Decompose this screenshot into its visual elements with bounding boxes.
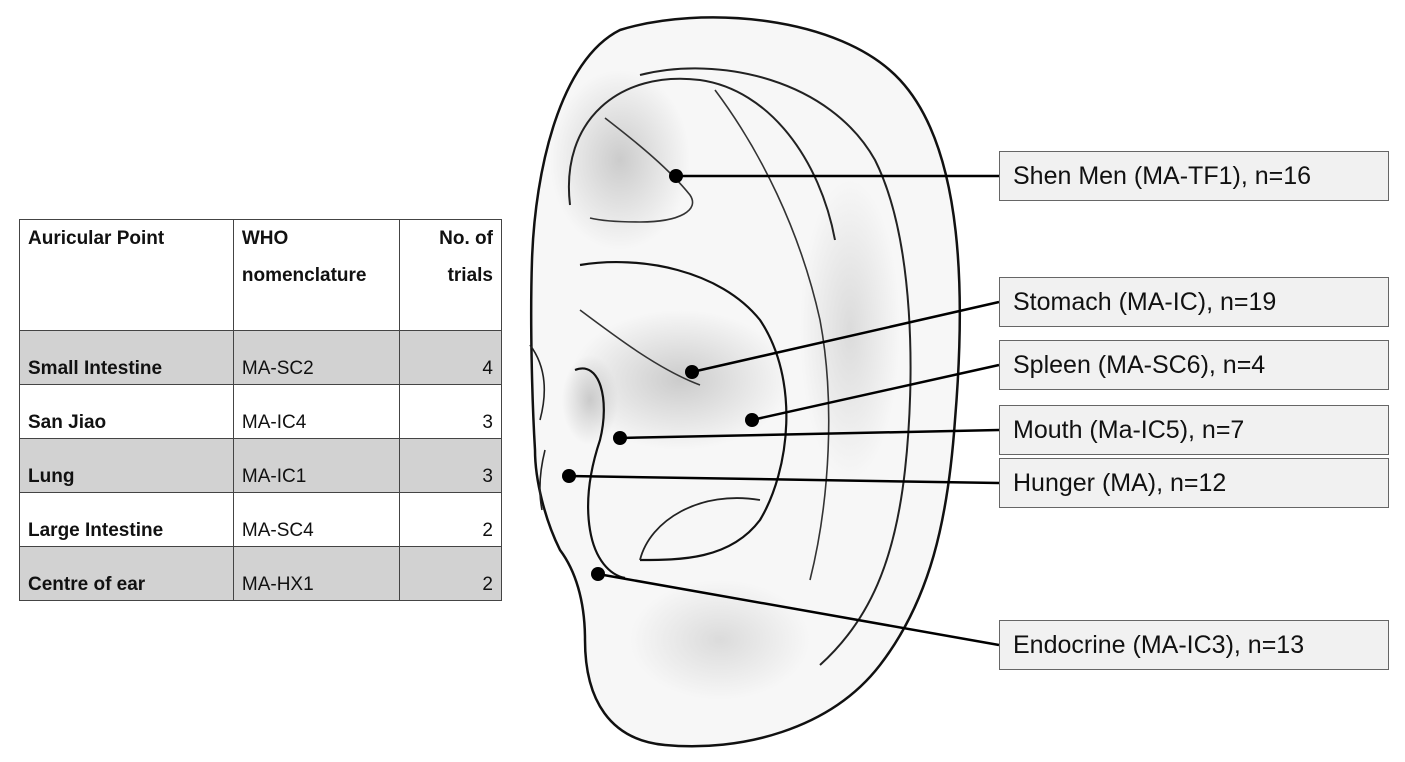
table-row: Lung MA-IC1 3 xyxy=(19,438,503,493)
row-trials-cell: 4 xyxy=(398,330,503,385)
lobe-shadow xyxy=(630,580,810,700)
point-hunger xyxy=(562,469,576,483)
leader-hunger xyxy=(568,474,1000,485)
triangular-fossa xyxy=(589,117,694,223)
table-header-row: Auricular Point WHO nomenclature No. of … xyxy=(19,219,503,331)
row-point-cell: Large Intestine xyxy=(19,492,234,547)
table-row: Small Intestine MA-SC2 4 xyxy=(19,330,503,385)
label-hunger: Hunger (MA), n=12 xyxy=(999,458,1389,508)
label-mouth: Mouth (Ma-IC5), n=7 xyxy=(999,405,1389,455)
label-endocrine: Endocrine (MA-IC3), n=13 xyxy=(999,620,1389,670)
header-trials-line1: No. of xyxy=(439,228,493,249)
row-trials-cell: 2 xyxy=(398,546,503,601)
label-spleen: Spleen (MA-SC6), n=4 xyxy=(999,340,1389,390)
header-no-of-trials: No. of trials xyxy=(398,219,503,331)
helix-rim xyxy=(639,67,912,666)
point-shen-men xyxy=(669,169,683,183)
table-row: Large Intestine MA-SC4 2 xyxy=(19,492,503,547)
row-trials-cell: 2 xyxy=(398,492,503,547)
header-who-line2: nomenclature xyxy=(241,265,367,286)
auricular-points-table: Auricular Point WHO nomenclature No. of … xyxy=(19,219,503,601)
antihelix-inner xyxy=(579,260,788,562)
point-spleen xyxy=(745,413,759,427)
label-shen-men: Shen Men (MA-TF1), n=16 xyxy=(999,151,1389,201)
header-point-label: Auricular Point xyxy=(28,228,165,249)
table-row: San Jiao MA-IC4 3 xyxy=(19,384,503,439)
intertragic-mark xyxy=(539,449,546,511)
table-row: Centre of ear MA-HX1 2 xyxy=(19,546,503,601)
row-who-cell: MA-IC1 xyxy=(232,438,400,493)
row-trials-cell: 3 xyxy=(398,438,503,493)
lobe-crease xyxy=(639,497,761,561)
antihelix-line xyxy=(714,89,830,581)
concha-shadow xyxy=(570,310,790,450)
row-who-cell: MA-SC4 xyxy=(232,492,400,547)
label-stomach: Stomach (MA-IC), n=19 xyxy=(999,277,1389,327)
leader-mouth xyxy=(619,428,1000,440)
helix-shadow xyxy=(550,70,690,250)
point-stomach xyxy=(685,365,699,379)
header-who-nomenclature: WHO nomenclature xyxy=(232,219,400,331)
point-mouth xyxy=(613,431,627,445)
row-who-cell: MA-IC4 xyxy=(232,384,400,439)
row-point-cell: San Jiao xyxy=(19,384,234,439)
row-point-cell: Lung xyxy=(19,438,234,493)
scapha-curve xyxy=(567,77,836,241)
row-who-cell: MA-SC2 xyxy=(232,330,400,385)
row-who-cell: MA-HX1 xyxy=(232,546,400,601)
header-auricular-point: Auricular Point xyxy=(19,219,234,331)
point-endocrine xyxy=(591,567,605,581)
row-point-cell: Centre of ear xyxy=(19,546,234,601)
tragus-mark xyxy=(529,344,546,421)
leader-spleen xyxy=(751,363,1000,422)
header-trials-line2: trials xyxy=(447,265,493,286)
leader-stomach xyxy=(691,300,1000,374)
header-who-line1: WHO xyxy=(241,228,289,249)
leader-endocrine xyxy=(597,572,1000,647)
row-point-cell: Small Intestine xyxy=(19,330,234,385)
tragus-shadow xyxy=(562,355,618,445)
cymba-line xyxy=(579,309,701,386)
